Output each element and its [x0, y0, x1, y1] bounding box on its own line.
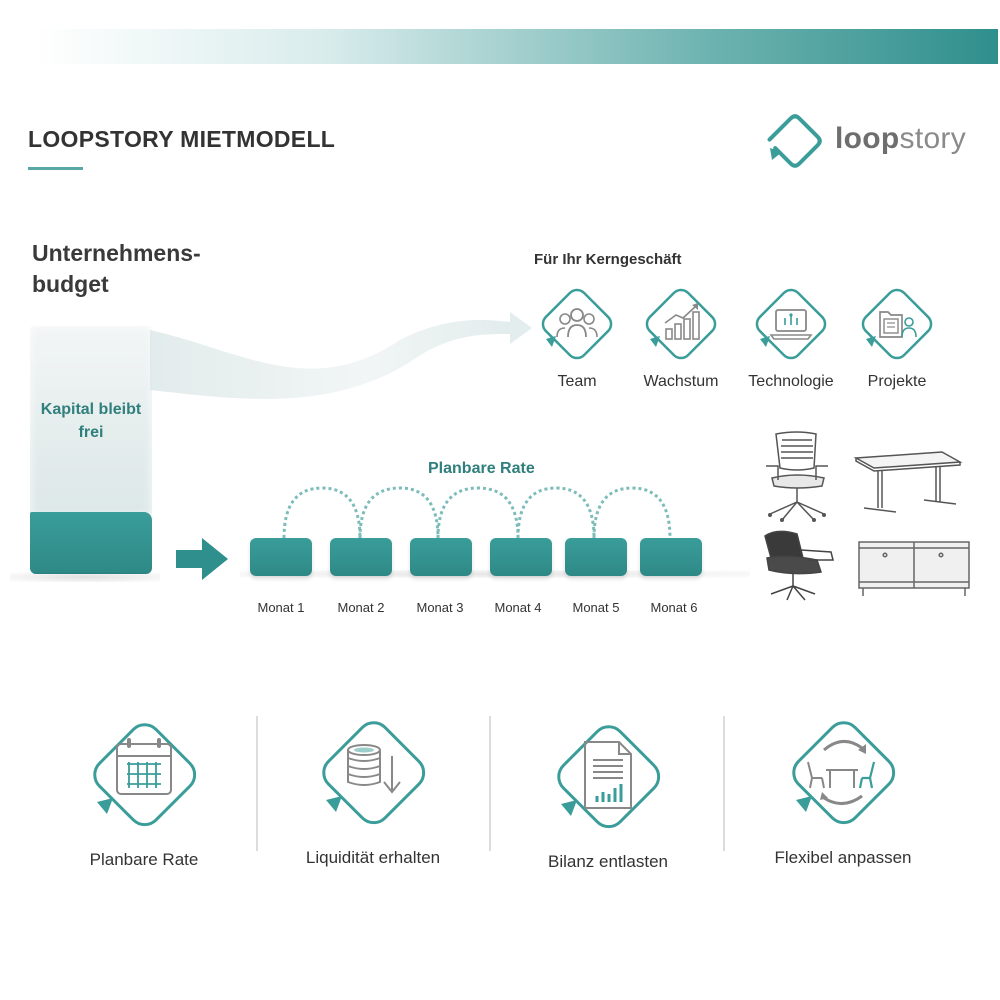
benefit-divider — [256, 716, 258, 851]
core-item-projects-label: Projekte — [867, 373, 927, 390]
month-label: Monat 2 — [337, 600, 385, 615]
core-item-team: Team — [522, 281, 632, 391]
month-label: Monat 6 — [650, 600, 698, 615]
logo-text-bold: loop — [835, 122, 900, 155]
core-item-growth: Wachstum — [626, 281, 736, 391]
benefit-label: Flexibel anpassen — [774, 848, 912, 867]
core-item-growth-label: Wachstum — [643, 373, 719, 390]
standing-desk-image — [853, 451, 963, 513]
lounge-chair-image — [764, 530, 834, 601]
logo-text-light: story — [899, 122, 967, 155]
calendar-icon — [93, 723, 197, 827]
benefit-flexibel: Flexibel anpassen — [743, 704, 943, 868]
month-label: Monat 5 — [572, 600, 620, 615]
benefit-divider — [489, 716, 491, 851]
budget-free-capital — [30, 326, 152, 516]
loop-logo-icon — [767, 114, 822, 168]
month-block — [640, 538, 702, 576]
laptop-icon — [755, 288, 827, 360]
month-block — [250, 538, 312, 576]
benefit-bilanz: Bilanz entlasten — [508, 708, 708, 872]
month-label: Monat 3 — [416, 600, 464, 615]
header-gradient-bar — [36, 29, 998, 64]
budget-heading-line2: budget — [32, 271, 109, 297]
month-block — [565, 538, 627, 576]
budget-block-label: Kapital bleibt frei — [30, 398, 152, 444]
benefit-label: Bilanz entlasten — [547, 852, 669, 871]
budget-block: Kapital bleibt frei — [30, 326, 152, 576]
flow-ribbon — [150, 312, 532, 399]
benefit-planbare-rate: Planbare Rate — [44, 706, 244, 870]
sideboard-image — [858, 541, 970, 596]
benefit-divider — [723, 716, 725, 851]
loopstory-logo: loopstory — [762, 106, 982, 176]
core-item-projects: Projekte — [842, 281, 952, 391]
title-underline — [28, 167, 83, 170]
budget-base — [30, 512, 152, 574]
month-block — [410, 538, 472, 576]
month-block — [330, 538, 392, 576]
office-chair-image — [766, 431, 828, 522]
core-business-heading: Für Ihr Kerngeschäft — [534, 251, 682, 268]
budget-heading: Unternehmens- budget — [32, 238, 252, 300]
core-item-team-label: Team — [557, 373, 597, 390]
arrow-right-icon — [176, 538, 228, 580]
project-folder-icon — [861, 288, 933, 360]
installment-arcs — [282, 486, 672, 539]
month-label: Monat 4 — [494, 600, 542, 615]
month-block — [490, 538, 552, 576]
benefit-label: Planbare Rate — [89, 850, 199, 869]
budget-block-label-line2: frei — [78, 424, 104, 441]
budget-block-label-line1: Kapital bleibt — [40, 401, 142, 418]
budget-shadow — [10, 572, 160, 582]
furniture-swap-icon — [792, 721, 896, 825]
team-icon — [541, 288, 613, 360]
installment-heading: Planbare Rate — [428, 460, 535, 477]
coin-stack-icon — [322, 721, 426, 825]
month-label: Monat 1 — [257, 600, 305, 615]
benefit-label: Liquidität erhalten — [305, 848, 441, 867]
budget-heading-line1: Unternehmens- — [32, 240, 201, 266]
benefit-liquiditaet: Liquidität erhalten — [273, 704, 473, 868]
growth-chart-icon — [645, 288, 717, 360]
page-title: LOOPSTORY MIETMODELL — [28, 126, 336, 152]
balance-sheet-icon — [557, 725, 661, 829]
core-item-technology-label: Technologie — [748, 373, 834, 390]
core-item-technology: Technologie — [736, 281, 846, 391]
